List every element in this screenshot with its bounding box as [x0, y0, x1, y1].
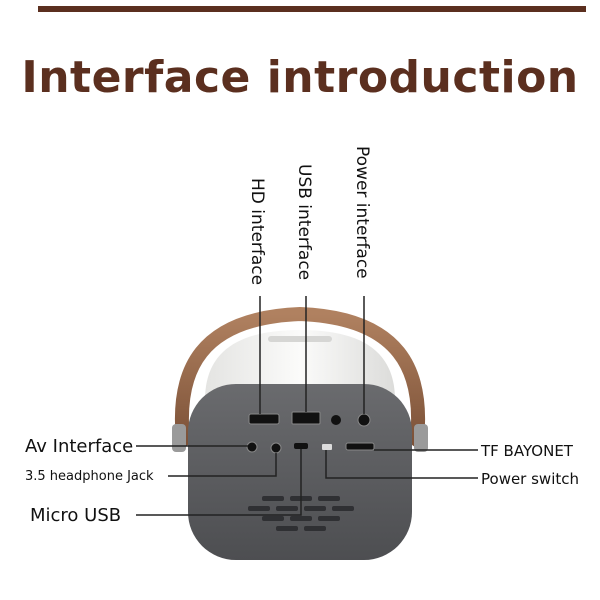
av-top-port-icon	[331, 415, 341, 425]
top-vent	[268, 336, 332, 342]
headphone-jack-label: 3.5 headphone Jack	[25, 469, 154, 484]
power-interface-label: Power interface	[352, 146, 372, 279]
projector-illustration	[172, 306, 428, 560]
handle-knob-right	[414, 424, 428, 452]
power-port-icon	[357, 413, 371, 427]
usb-port-icon	[291, 411, 321, 425]
ports	[246, 411, 375, 454]
hdmi-port-icon	[248, 413, 280, 425]
top-accent-bar	[38, 6, 586, 12]
front-panel	[188, 384, 412, 560]
micro-usb-label: Micro USB	[30, 505, 121, 526]
handle	[174, 306, 426, 447]
av-port-icon	[246, 441, 258, 453]
tf-slot-icon	[345, 442, 375, 451]
av-interface-label: Av Interface	[25, 436, 133, 457]
headphone-port-icon	[270, 442, 282, 454]
hd-interface-label: HD interface	[247, 178, 267, 285]
power-switch-label: Power switch	[481, 470, 579, 488]
tf-bayonet-label: TF BAYONET	[480, 442, 574, 460]
page-title: Interface introduction	[21, 52, 579, 103]
leader-lines	[136, 296, 478, 516]
usb-interface-label: USB interface	[294, 164, 314, 280]
handle-knob-left	[172, 424, 186, 452]
power-switch-icon	[322, 444, 332, 450]
speaker-grille	[248, 496, 354, 531]
micro-usb-port-icon	[294, 443, 308, 449]
